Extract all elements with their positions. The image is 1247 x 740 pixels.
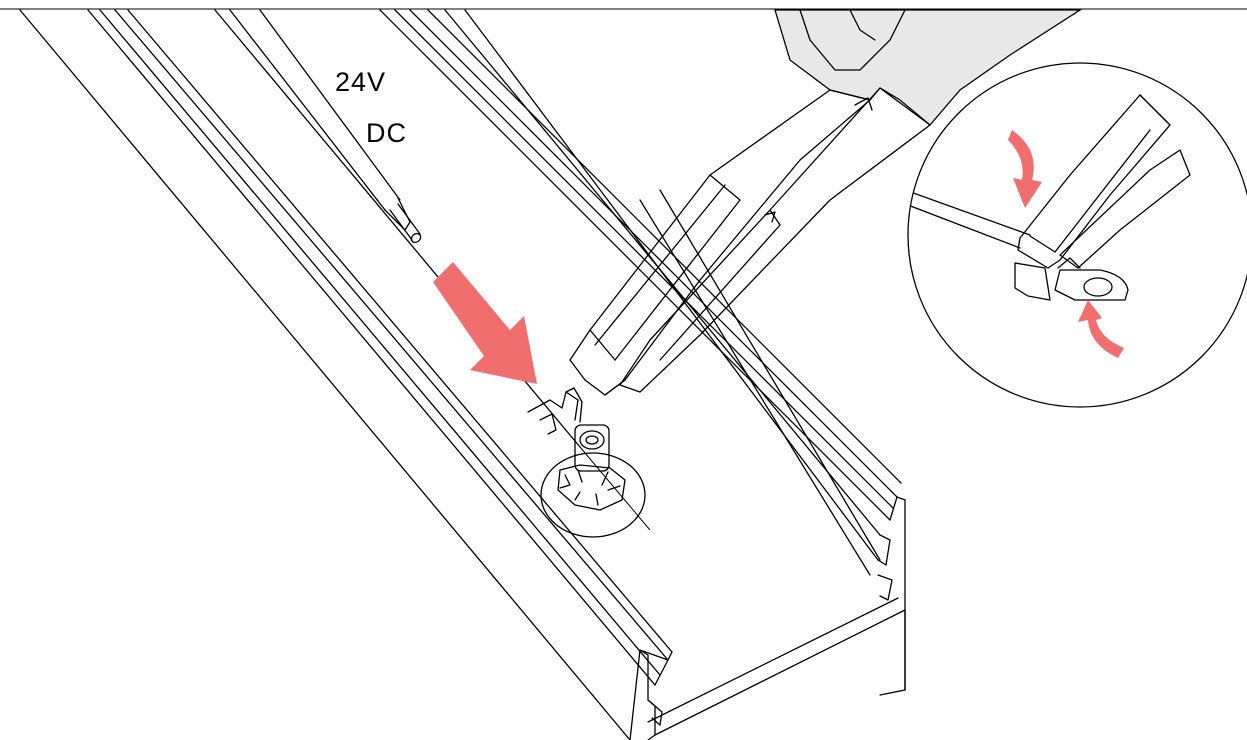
insertion-arrow xyxy=(433,262,537,384)
pliers xyxy=(569,9,1083,396)
detail-zoom-circle xyxy=(907,62,1247,408)
zoom-arrow-bottom xyxy=(1078,300,1124,358)
voltage-label-line1: 24V xyxy=(335,67,386,97)
terminal-connector xyxy=(527,387,646,538)
plier-grip xyxy=(774,9,1083,126)
voltage-label-line2: DC xyxy=(366,118,407,148)
zoom-arrow-top xyxy=(1008,130,1042,208)
led-profile-channel xyxy=(19,9,906,740)
cable xyxy=(229,9,422,244)
